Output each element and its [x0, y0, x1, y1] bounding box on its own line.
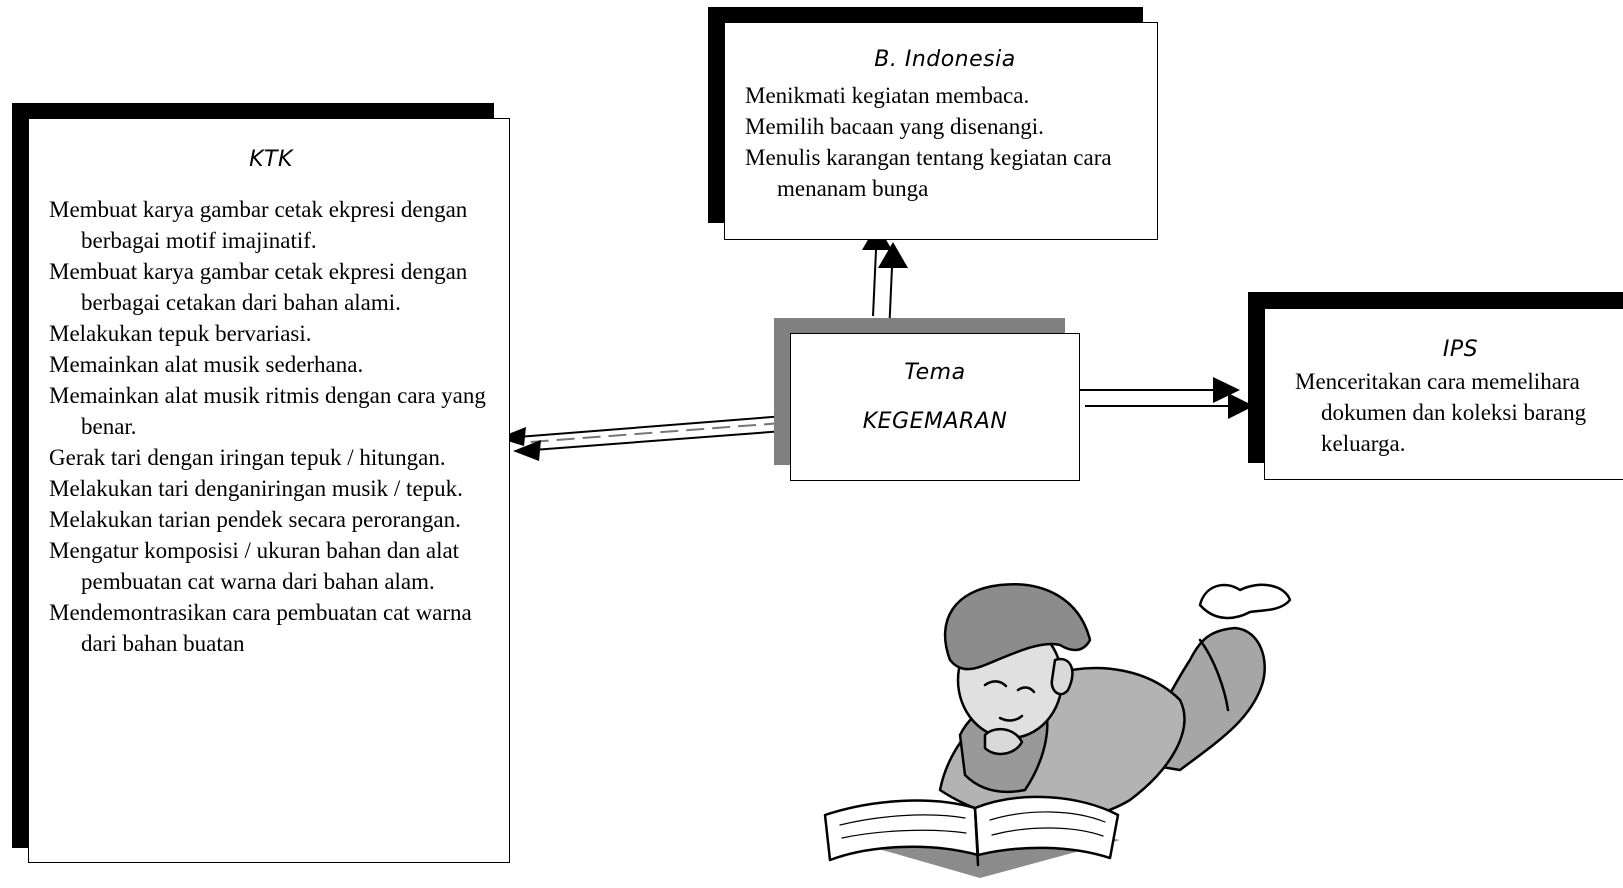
ips-item-list: Menceritakan cara memelihara dokumen dan… [1295, 366, 1623, 459]
ktk-item-list: Membuat karya gambar cetak ekpresi denga… [49, 194, 493, 659]
mouth [998, 714, 1024, 722]
ear-shape [1050, 657, 1074, 696]
ips-title: IPS [1442, 337, 1479, 362]
list-item: Melakukan tepuk bervariasi. [49, 321, 312, 346]
list-item: Memilih bacaan yang disenangi. [745, 114, 1044, 139]
eye-left [983, 680, 1008, 688]
list-item: Menulis karangan tentang kegiatan cara m… [745, 145, 1112, 201]
list-item: Membuat karya gambar cetak ekpresi denga… [49, 197, 468, 253]
list-item: Menceritakan cara memelihara dokumen dan… [1295, 369, 1587, 456]
list-item: Memainkan alat musik sederhana. [49, 352, 364, 377]
arrowhead-bindonesia-2 [878, 242, 908, 268]
list-item: Mengatur komposisi / ukuran bahan dan al… [49, 538, 460, 594]
eye-right [1016, 686, 1036, 694]
list-item: Memainkan alat musik ritmis dengan cara … [49, 383, 486, 439]
list-item: Membuat karya gambar cetak ekpresi denga… [49, 259, 468, 315]
bindonesia-box: B. Indonesia Menikmati kegiatan membaca.… [724, 22, 1158, 240]
arrowhead-ips-2 [1228, 393, 1254, 419]
list-item: Melakukan tarian pendek secara peroranga… [49, 507, 461, 532]
list-item: Menikmati kegiatan membaca. [745, 83, 1030, 108]
arrowhead-ktk-1 [498, 427, 526, 446]
arrowhead-ktk-2 [513, 440, 541, 461]
tema-name: KEGEMARAN [862, 409, 1008, 434]
hair-shape [943, 583, 1092, 671]
arrowhead-ips-1 [1213, 377, 1240, 403]
ips-box: IPS Menceritakan cara memelihara dokumen… [1264, 308, 1623, 480]
book-lines [839, 811, 1106, 839]
hand-shape [983, 727, 1024, 756]
arrow-to-ktk-2 [519, 429, 798, 452]
foot-shape [1198, 583, 1292, 620]
bindonesia-item-list: Menikmati kegiatan membaca. Memilih baca… [745, 80, 1145, 204]
legs-fold [1198, 638, 1230, 712]
ktk-title: KTK [249, 147, 293, 172]
list-item: Gerak tari dengan iringan tepuk / hitung… [49, 445, 446, 470]
tema-box: Tema KEGEMARAN [790, 333, 1080, 481]
tema-label: Tema [904, 360, 966, 385]
ktk-box: KTK Membuat karya gambar cetak ekpresi d… [28, 118, 510, 863]
arrow-to-ktk-1 [504, 415, 786, 439]
arrow-to-ktk-1-dash [529, 422, 783, 443]
bindonesia-title: B. Indonesia [874, 47, 1016, 72]
list-item: Melakukan tari denganiringan musik / tep… [49, 476, 463, 501]
book-spine [973, 806, 980, 867]
list-item: Mendemontrasikan cara pembuatan cat warn… [49, 600, 472, 656]
